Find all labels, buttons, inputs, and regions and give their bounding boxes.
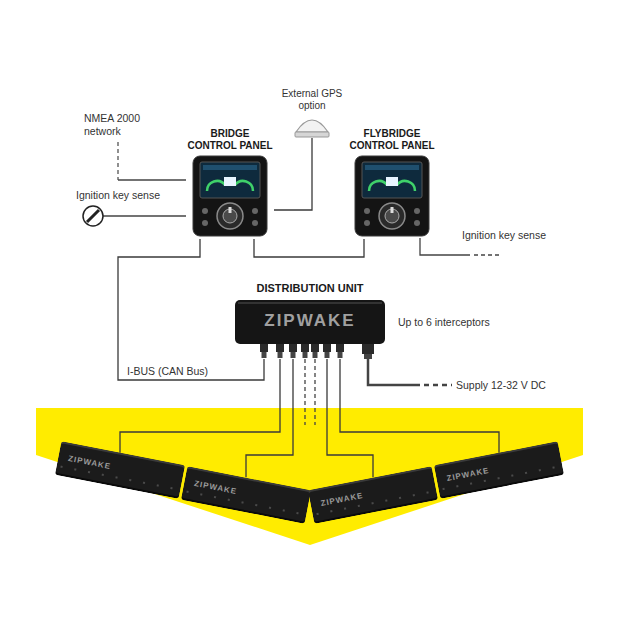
supply-wire	[368, 358, 420, 385]
supply-wire	[424, 384, 452, 387]
ignition-symbol	[83, 206, 103, 226]
annotation: NMEA 2000 network	[84, 112, 150, 137]
connector-wire	[274, 138, 312, 210]
annotation: Supply 12-32 V DC	[456, 379, 546, 392]
gps-antenna: External GPS option	[272, 88, 352, 138]
connector-wire	[340, 359, 499, 453]
brand-logo: ZIPWAKE	[446, 466, 490, 483]
brand-logo: ZIPWAKE	[320, 490, 364, 507]
ignition-wire	[103, 215, 186, 216]
control-panel: FLYBRIDGE CONTROL PANEL	[348, 128, 436, 239]
annotation: Ignition key sense	[76, 189, 160, 202]
node-text: External GPS option	[272, 88, 352, 112]
control-panel: BRIDGE CONTROL PANEL	[186, 128, 274, 239]
connector-wire	[327, 359, 373, 477]
ignition-wire	[474, 254, 502, 255]
brand-logo: ZIPWAKE	[232, 311, 388, 331]
unit-heading: DISTRIBUTION UNIT	[232, 281, 388, 295]
brand-logo: ZIPWAKE	[193, 478, 237, 495]
hull-band	[36, 408, 583, 545]
connector-wire	[120, 359, 280, 453]
spare-wire	[305, 359, 315, 425]
panel-graphic	[186, 155, 274, 239]
nmea-wire	[117, 142, 118, 180]
distribution-unit: DISTRIBUTION UNIT ZIPWAKE	[232, 281, 388, 359]
panel-heading: BRIDGE CONTROL PANEL	[186, 128, 274, 152]
panel-heading: FLYBRIDGE CONTROL PANEL	[348, 128, 436, 152]
connector-wire	[254, 239, 364, 257]
bus-label: I-BUS (CAN Bus)	[125, 365, 210, 378]
connector-wire	[246, 359, 293, 477]
annotation: Ignition key sense	[462, 229, 546, 242]
brand-logo: ZIPWAKE	[67, 454, 111, 471]
nmea-wire	[118, 179, 186, 180]
antenna-graphic	[272, 114, 352, 138]
panel-graphic	[348, 155, 436, 239]
annotation: Up to 6 interceptors	[398, 316, 490, 329]
